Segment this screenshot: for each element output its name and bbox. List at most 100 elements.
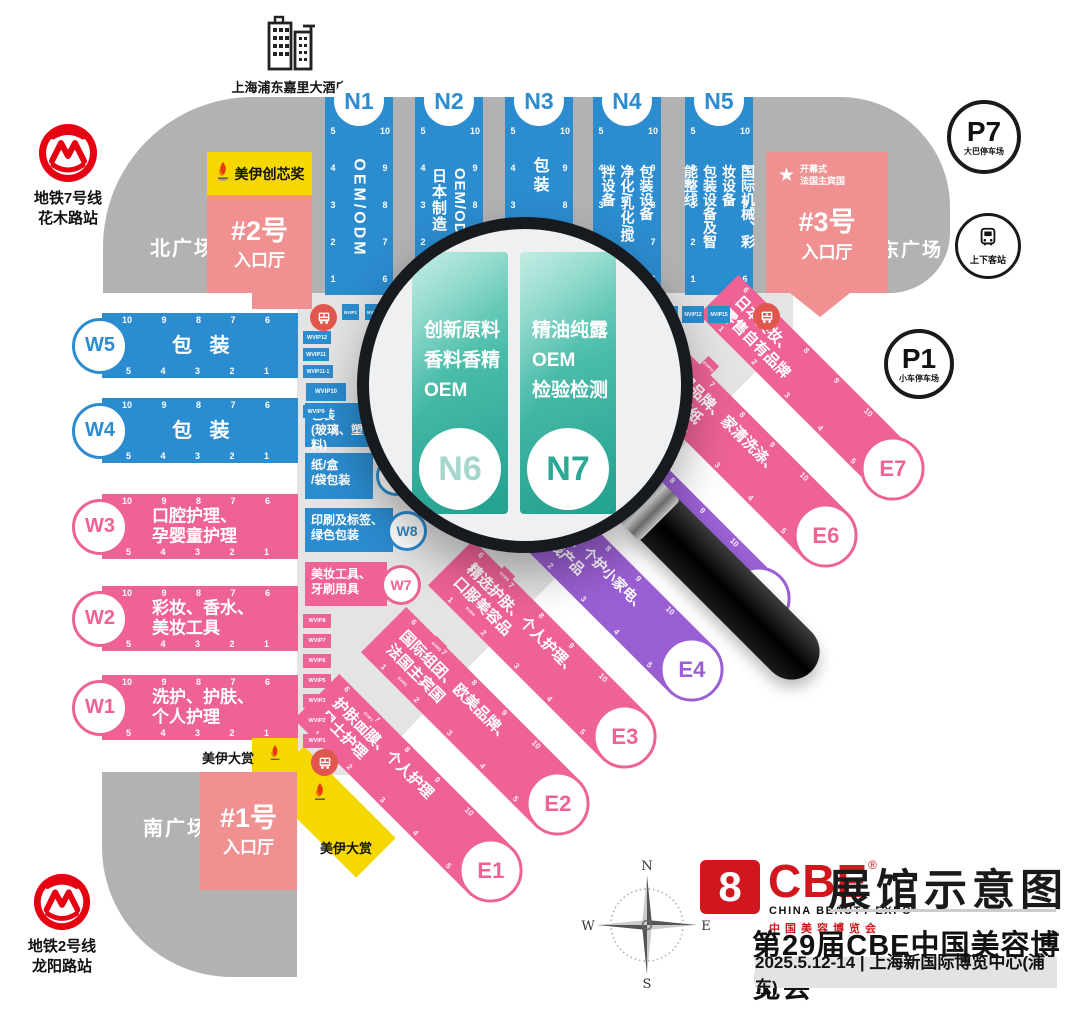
magnifier-lens: 创新原料 香料香精 OEM N6 精油纯露 OEM 检验检测 N7 xyxy=(357,217,693,553)
parking-p7-label: 大巴停车场 xyxy=(964,146,1004,156)
vip-tag: NVIP1 xyxy=(342,304,359,320)
grand-award-label-west: 美伊大赏 xyxy=(202,751,255,766)
vip-tag: WVIP8 xyxy=(303,614,331,628)
hall-w1-top-numbers: 10 9 8 7 6 xyxy=(122,677,271,687)
vip-tag: WVIP6 xyxy=(303,654,331,668)
vip-tag: WVIP10 xyxy=(306,383,346,401)
hall-w2-label: 彩妆、香水、 美妆工具 xyxy=(152,598,254,638)
hall-n1[interactable]: 5 4 3 2 1 10 9 8 7 6 OEM/ODM N1 xyxy=(325,76,393,295)
vip-tag: WVIP3 xyxy=(303,694,331,708)
metro-line2-station[interactable]: 地铁2号线 龙阳路站 xyxy=(12,872,112,976)
hall-w2-bottom-numbers: 5 4 3 2 1 xyxy=(126,639,270,649)
award-logo-icon xyxy=(312,782,328,807)
pickup-dropoff-label: 上下客站 xyxy=(969,255,1006,265)
entrance-3-label: 入口厅 xyxy=(801,242,853,262)
hall-w7[interactable]: 美妆工具、 牙刷用具 xyxy=(305,562,387,606)
hall-w1[interactable]: 10 9 8 7 6 洗护、护肤、 个人护理 5 4 3 2 1 W1 xyxy=(72,675,298,740)
pickup-dropoff-station[interactable]: 上下客站 xyxy=(955,213,1021,279)
hall-w2[interactable]: 10 9 8 7 6 彩妆、香水、 美妆工具 5 4 3 2 1 W2 xyxy=(72,586,298,651)
entrance-3-arrow xyxy=(790,293,850,317)
vip-tag: WVIP7 xyxy=(303,634,331,648)
east-plaza-label: 东广场 xyxy=(880,240,944,261)
vip-tag: WVIP12 xyxy=(303,331,331,344)
entrance-hall-2[interactable]: #2号 入口厅 xyxy=(207,195,312,293)
opening-ceremony-note: 开幕式 法国主宾国 xyxy=(800,164,846,186)
hall-n1-right-numbers: 10 9 8 7 6 xyxy=(380,126,391,284)
vip-tag: WVIP2 xyxy=(303,714,331,728)
compass-e: E xyxy=(701,919,711,934)
hall-w3-top-numbers: 10 9 8 7 6 xyxy=(122,496,271,506)
hall-n5-left-numbers: 5 4 3 2 1 xyxy=(690,126,696,284)
entrance-hall-1[interactable]: #1号 入口厅 xyxy=(200,772,297,890)
hall-w1-label: 洗护、护肤、 个人护理 xyxy=(152,687,254,727)
hall-w1-bottom-numbers: 5 4 3 2 1 xyxy=(126,728,270,738)
vip-tag: WVIP5 xyxy=(303,674,331,688)
hall-n5[interactable]: 5 4 3 2 1 10 9 8 7 6 国际机械、彩妆设备 包装设备及智能整线… xyxy=(683,76,756,295)
hall-n5-right-numbers: 10 9 8 7 6 xyxy=(740,126,751,284)
cbe-logo-name: CBE® xyxy=(768,855,877,907)
opening-star-icon: ★ xyxy=(778,165,796,187)
hall-w2-top-numbers: 10 9 8 7 6 xyxy=(122,588,271,598)
hall-w4-top-numbers: 10 9 8 7 6 xyxy=(122,400,271,410)
north-plaza-label: 北广场 xyxy=(150,238,216,260)
cbe-logo-cn: 中国美容博览会 xyxy=(769,923,881,935)
vip-tag: WVIP11-1 xyxy=(303,365,333,378)
hall-n3-badge: N3 xyxy=(514,76,564,126)
award-logo-icon xyxy=(268,744,282,767)
hall-n1-left-numbers: 5 4 3 2 1 xyxy=(330,126,336,284)
entrance-hall-3[interactable]: ★ 开幕式 法国主宾国 #3号 入口厅 xyxy=(766,152,888,293)
compass-rose: N E S W xyxy=(580,858,714,997)
parking-p1[interactable]: P1 小车停车场 xyxy=(884,329,954,399)
metro-line7-label: 地铁7号线 花木路站 xyxy=(33,190,103,227)
date-venue-bar: 2025.5.12-14 | 上海新国际博览中心(浦东) xyxy=(755,953,1057,997)
hall-w5-badge: W5 xyxy=(72,317,128,374)
hall-n6[interactable]: 创新原料 香料香精 OEM N6 xyxy=(412,252,508,514)
hall-n1-label: OEM/ODM xyxy=(350,158,368,258)
hall-n7-badge: N7 xyxy=(527,428,609,510)
metro-line7-station[interactable]: 地铁7号线 花木路站 xyxy=(18,122,118,228)
hall-e6-badge: E6 xyxy=(780,490,871,581)
hall-w4-label: 包 装 xyxy=(172,419,236,442)
registered-mark: ® xyxy=(868,858,877,872)
compass-s: S xyxy=(643,977,652,992)
south-plaza-label: 南广场 xyxy=(143,818,209,840)
hall-n4-badge: N4 xyxy=(602,76,652,126)
vip-tag: WVIP11 xyxy=(303,348,329,361)
parking-p1-code: P1 xyxy=(901,342,937,374)
entrance-3-number: #3号 xyxy=(798,207,856,237)
hall-w3[interactable]: 10 9 8 7 6 口腔护理、 孕婴童护理 5 4 3 2 1 W3 xyxy=(72,494,298,559)
grand-award-chip-west xyxy=(252,738,298,772)
hall-w4[interactable]: 10 9 8 7 6 包 装 5 4 3 2 1 W4 xyxy=(72,398,298,463)
map-title: 展馆示意图 xyxy=(828,867,1068,915)
hall-n7[interactable]: 精油纯露 OEM 检验检测 N7 xyxy=(520,252,616,514)
hall-n6-label: 创新原料 香料香精 OEM xyxy=(424,320,501,401)
award-chip-label: 美伊创芯奖 xyxy=(234,165,305,182)
hall-n5-badge: N5 xyxy=(694,76,744,126)
hall-w3-label: 口腔护理、 孕婴童护理 xyxy=(152,506,237,546)
hall-w5[interactable]: 10 9 8 7 6 包 装 5 4 3 2 1 W5 xyxy=(72,313,298,378)
hall-w5-top-numbers: 10 9 8 7 6 xyxy=(122,315,271,325)
entrance-2-label: 入口厅 xyxy=(234,251,285,271)
vip-tag: NVIP15 xyxy=(708,306,730,323)
hall-w5-bottom-numbers: 5 4 3 2 1 xyxy=(126,366,270,376)
metro-logo-icon xyxy=(32,873,92,936)
entrance-1-label: 入口厅 xyxy=(223,838,274,858)
hall-n7-label: 精油纯露 OEM 检验检测 xyxy=(532,320,609,401)
hall-e1-badge: E1 xyxy=(445,825,536,916)
parking-p1-label: 小车停车场 xyxy=(899,373,939,383)
magnifier-lens-view: 创新原料 香料香精 OEM N6 精油纯露 OEM 检验检测 N7 xyxy=(369,229,681,541)
hall-w9[interactable]: 纸/盒 /袋包装 xyxy=(305,453,373,499)
hall-w1-badge: W1 xyxy=(72,679,128,736)
hall-w8[interactable]: 印刷及标签、 绿色包装 xyxy=(305,508,393,552)
metro-logo-icon xyxy=(37,124,99,188)
hall-w4-badge: W4 xyxy=(72,402,128,459)
hall-e2-badge: E2 xyxy=(512,758,603,849)
entrance-2-stub xyxy=(252,293,312,309)
hotel-icon xyxy=(259,15,321,76)
hall-e4-badge: E4 xyxy=(646,624,737,715)
vip-tag: NVIP12 xyxy=(682,306,704,323)
hall-n2-badge: N2 xyxy=(424,76,474,126)
parking-p7[interactable]: P7 大巴停车场 xyxy=(947,100,1021,174)
hall-n6-badge: N6 xyxy=(419,428,501,510)
award-logo-icon xyxy=(215,161,231,186)
